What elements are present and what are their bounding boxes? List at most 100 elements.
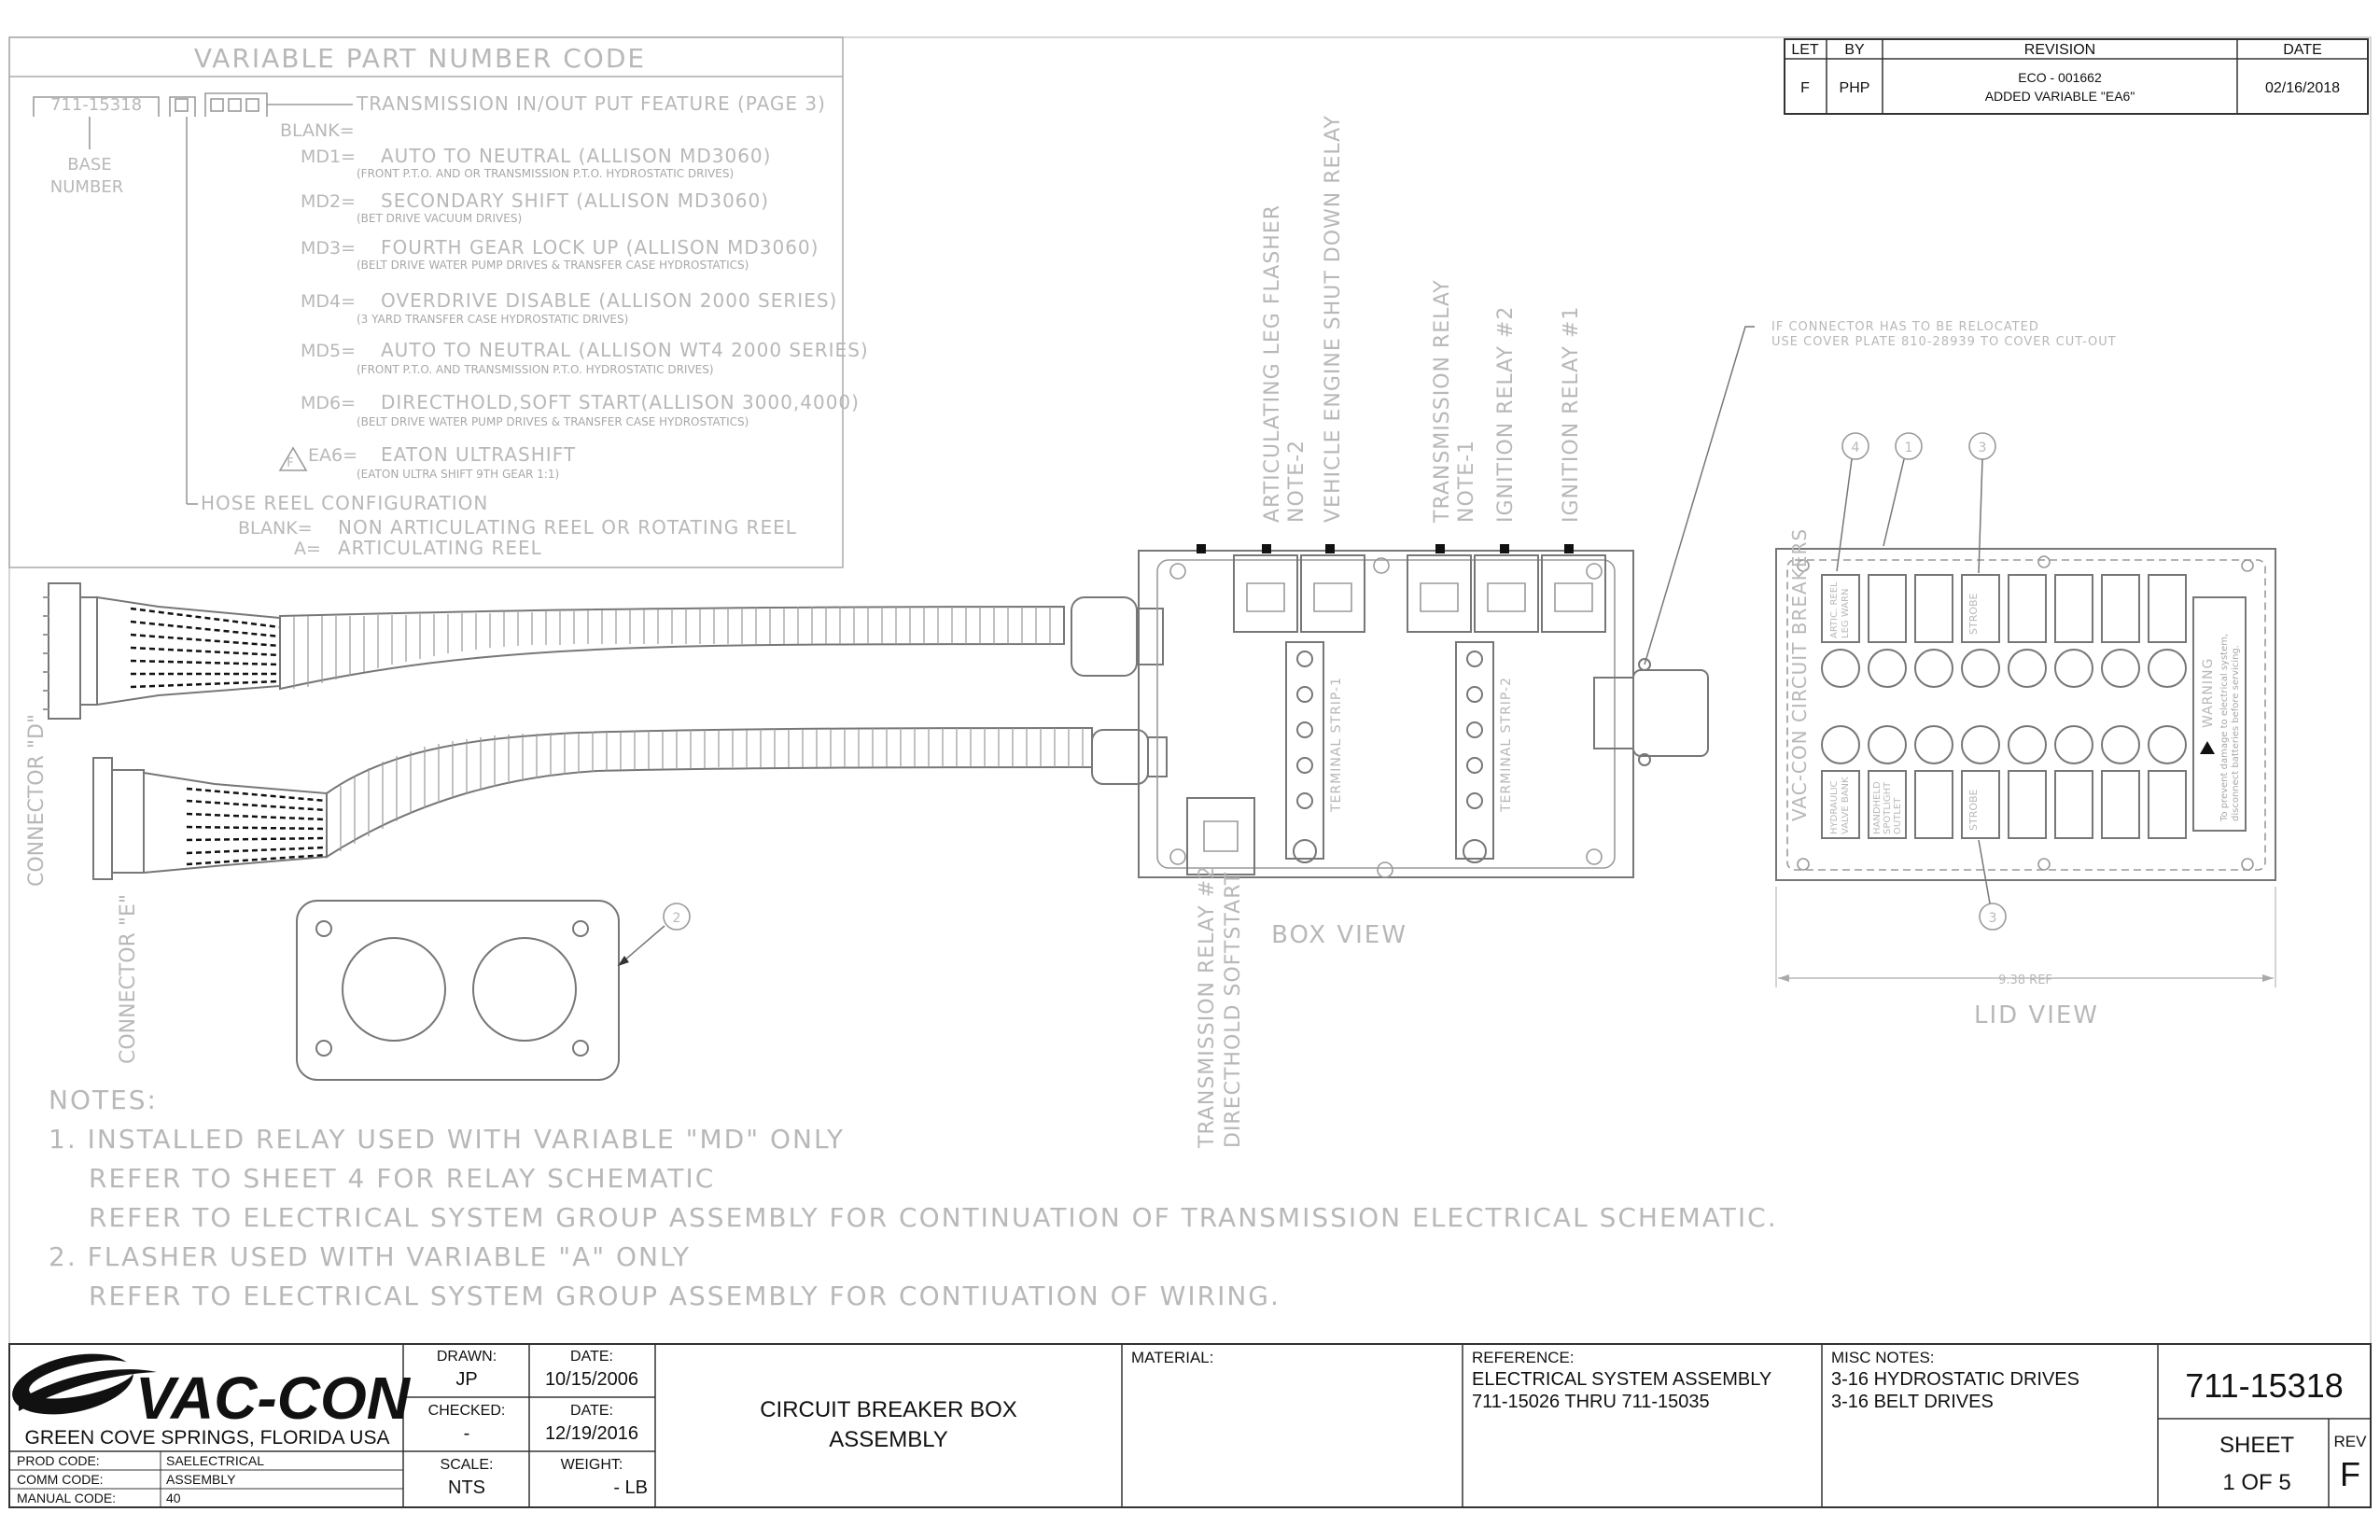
lid-label-hyd-1: HYDRAULIC	[1829, 780, 1840, 834]
base-label-1: BASE	[67, 155, 111, 175]
relay-label-transmission-note: NOTE-1	[1455, 440, 1478, 523]
sheet-value: 1 OF 5	[2222, 1470, 2290, 1495]
drawing-title-2: ASSEMBLY	[829, 1427, 948, 1452]
connector-d-drawing	[43, 582, 1164, 720]
relay-label-shutdown: VEHICLE ENGINE SHUT DOWN RELAY	[1322, 115, 1345, 523]
revision-triangle-icon	[278, 446, 308, 471]
notes-section: NOTES: 1. INSTALLED RELAY USED WITH VARI…	[49, 1085, 1778, 1311]
option-name: FOURTH GEAR LOCK UP (ALLISON MD3060)	[381, 236, 819, 259]
prod-code-label: PROD CODE:	[17, 1453, 100, 1468]
variable-part-number-panel: VARIABLE PART NUMBER CODE 711-15318 BASE…	[8, 36, 868, 568]
prod-code-value: SAELECTRICAL	[166, 1453, 264, 1468]
checked-date-value: 12/19/2016	[545, 1423, 638, 1444]
drawn-date-label: DATE:	[570, 1349, 613, 1365]
lid-warning-line-1: To prevent damage to electrical system,	[2219, 634, 2230, 822]
checked-date-label: DATE:	[570, 1403, 613, 1419]
part-code-title: VARIABLE PART NUMBER CODE	[194, 43, 646, 74]
option-md1: MD1= AUTO TO NEUTRAL (ALLISON MD3060) (F…	[301, 145, 771, 180]
lid-label-spot-1: HANDHELD	[1872, 781, 1883, 834]
checked-label: CHECKED:	[428, 1403, 506, 1419]
option-md2: MD2= SECONDARY SHIFT (ALLISON MD3060) (B…	[301, 189, 769, 225]
revision-marker: F	[287, 456, 293, 470]
misc-notes-line-2: 3-16 BELT DRIVES	[1831, 1392, 1994, 1412]
rev-by: PHP	[1840, 80, 1870, 96]
hose-blank-name: NON ARTICULATING REEL OR ROTATING REEL	[338, 516, 797, 539]
note-line-3: REFER TO ELECTRICAL SYSTEM GROUP ASSEMBL…	[89, 1202, 1778, 1233]
connector-e-label: CONNECTOR "E"	[117, 894, 140, 1064]
lid-label-spot-3: OUTLET	[1893, 797, 1903, 834]
lid-balloon-1-label: 1	[1905, 441, 1913, 455]
reference-line-2: 711-15026 THRU 711-15035	[1472, 1392, 1710, 1412]
connector-note-line-1: IF CONNECTOR HAS TO BE RELOCATED	[1771, 320, 2039, 334]
lid-balloon-3-top-label: 3	[1979, 441, 1987, 455]
relay-labels: ARTICULATING LEG FLASHER NOTE-2 VEHICLE …	[1261, 115, 1583, 524]
option-name: SECONDARY SHIFT (ALLISON MD3060)	[381, 189, 769, 212]
manual-code-label: MANUAL CODE:	[17, 1491, 116, 1505]
note-line-2: REFER TO SHEET 4 FOR RELAY SCHEMATIC	[89, 1163, 715, 1194]
option-code: MD6=	[301, 393, 356, 413]
box-view-title: BOX VIEW	[1271, 921, 1407, 949]
note-line-5: REFER TO ELECTRICAL SYSTEM GROUP ASSEMBL…	[89, 1281, 1281, 1311]
hose-reel-heading: HOSE REEL CONFIGURATION	[201, 492, 488, 514]
lid-dimension: 9.38 REF	[1998, 973, 2052, 987]
terminal-strip-1-label: TERMINAL STRIP-1	[1329, 677, 1344, 813]
revision-table: LET BY REVISION DATE F PHP ECO - 001662 …	[1784, 38, 2369, 115]
option-code: MD4=	[301, 291, 356, 312]
option-md6: MD6= DIRECTHOLD,SOFT START(ALLISON 3000,…	[301, 391, 860, 428]
base-label-2: NUMBER	[50, 177, 123, 197]
relay-label-articulating: ARTICULATING LEG FLASHER	[1261, 204, 1284, 523]
lid-warning-heading: WARNING	[2201, 658, 2216, 728]
connector-note-line-2: USE COVER PLATE 810-28939 TO COVER CUT-O…	[1771, 335, 2117, 349]
option-name: AUTO TO NEUTRAL (ALLISON MD3060)	[381, 145, 771, 167]
note-line-1: 1. INSTALLED RELAY USED WITH VARIABLE "M…	[49, 1124, 845, 1155]
option-note: (BELT DRIVE WATER PUMP DRIVES & TRANSFER…	[357, 415, 749, 428]
relay-label-transmission: TRANSMISSION RELAY	[1431, 279, 1454, 524]
option-note: (BET DRIVE VACUUM DRIVES)	[357, 212, 522, 225]
bottom-relay-label-1: TRANSMISSION RELAY #2	[1196, 865, 1219, 1149]
relay-label-ignition-1: IGNITION RELAY #1	[1560, 306, 1583, 523]
reference-label: REFERENCE:	[1472, 1349, 1575, 1366]
rev-label: REV	[2334, 1433, 2368, 1450]
misc-notes-label: MISC NOTES:	[1831, 1349, 1935, 1366]
hose-a-code: A=	[294, 539, 321, 559]
drawn-date-value: 10/15/2006	[545, 1369, 638, 1390]
lid-balloon-3-bottom	[1979, 903, 2007, 931]
warning-triangle-icon	[2200, 741, 2215, 754]
option-name: DIRECTHOLD,SOFT START(ALLISON 3000,4000)	[381, 391, 860, 413]
option-md4: MD4= OVERDRIVE DISABLE (ALLISON 2000 SER…	[301, 289, 837, 326]
lid-label-leg-2: LEG WARN	[1841, 589, 1851, 638]
balloon-2-label: 2	[673, 911, 681, 926]
option-md3: MD3= FOURTH GEAR LOCK UP (ALLISON MD3060…	[301, 236, 819, 272]
option-code: MD2=	[301, 191, 356, 212]
lid-brand-vertical: VAC-CON CIRCUIT BREAKERS	[1788, 528, 1811, 821]
sheet-label: SHEET	[2219, 1433, 2294, 1458]
drawing-title-1: CIRCUIT BREAKER BOX	[760, 1397, 1017, 1422]
option-note: (BELT DRIVE WATER PUMP DRIVES & TRANSFER…	[357, 259, 749, 272]
cover-plate-drawing: 2	[296, 900, 691, 1081]
lid-label-leg-1: ARTIC. REEL	[1829, 581, 1840, 638]
notes-heading: NOTES:	[49, 1085, 158, 1115]
rev-date: 02/16/2018	[2265, 80, 2340, 96]
checked-value: -	[464, 1423, 470, 1444]
option-note: (FRONT P.T.O. AND TRANSMISSION P.T.O. HY…	[357, 363, 714, 376]
company-location: GREEN COVE SPRINGS, FLORIDA USA	[25, 1427, 390, 1449]
material-label: MATERIAL:	[1131, 1349, 1213, 1366]
lid-label-strobe-top: STROBE	[1967, 593, 1980, 635]
part-number: 711-15318	[2185, 1366, 2344, 1405]
weight-value: - LB	[613, 1477, 648, 1498]
lid-label-spot-2: SPOTLIGHT	[1883, 781, 1893, 834]
rev-let: F	[1800, 80, 1810, 96]
option-note: (EATON ULTRA SHIFT 9TH GEAR 1:1)	[357, 468, 559, 481]
drawn-label: DRAWN:	[437, 1349, 497, 1365]
option-note: (3 YARD TRANSFER CASE HYDROSTATIC DRIVES…	[357, 313, 628, 326]
option-code: MD5=	[301, 341, 356, 361]
lid-balloon-3-bottom-label: 3	[1989, 911, 1997, 926]
lid-balloon-1	[1895, 432, 1923, 460]
rev-desc-2: ADDED VARIABLE "EA6"	[1985, 89, 2135, 104]
option-name: OVERDRIVE DISABLE (ALLISON 2000 SERIES)	[381, 289, 837, 312]
rev-header-date: DATE	[2283, 42, 2321, 58]
blank-label: BLANK=	[280, 120, 355, 141]
lid-view-drawing: VAC-CON CIRCUIT BREAKERS	[1775, 432, 2276, 987]
option-code: MD3=	[301, 238, 356, 259]
